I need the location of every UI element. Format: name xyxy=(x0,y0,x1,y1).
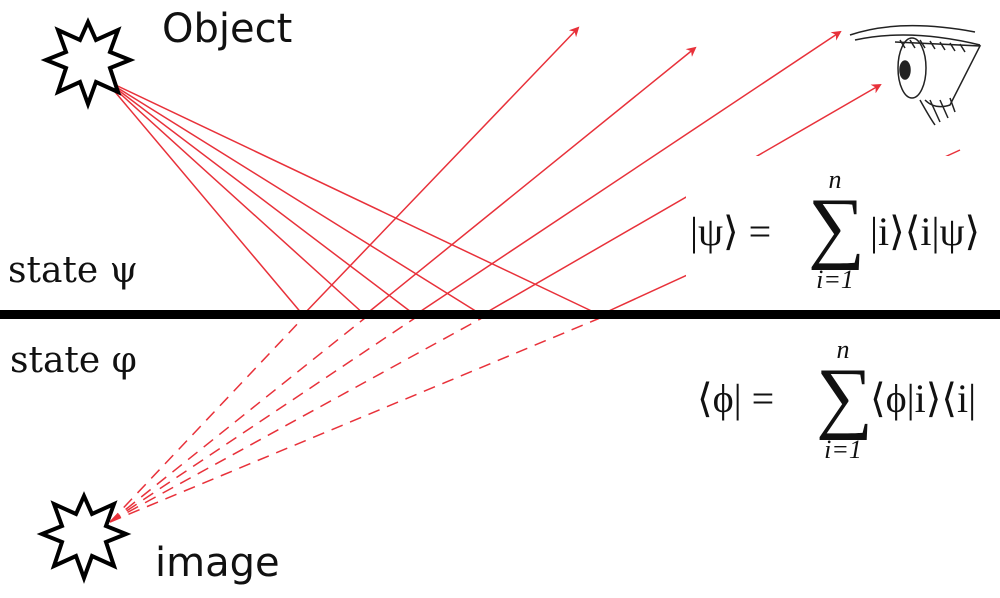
eye-icon xyxy=(849,24,982,126)
ket-sum-upper: n xyxy=(828,165,842,194)
virtual-ray xyxy=(109,317,416,523)
bra-sum-lower: i=1 xyxy=(824,435,862,464)
reflected-ray-arrow xyxy=(414,30,842,316)
virtual-ray xyxy=(109,317,304,523)
virtual-ray xyxy=(109,317,483,523)
image-label: image xyxy=(155,540,280,586)
object-label: Object xyxy=(162,6,293,52)
bra-sum: n ∑ i=1 xyxy=(808,335,878,465)
incident-ray xyxy=(104,79,304,316)
state-psi-label: state ψ xyxy=(8,250,138,291)
reflected-ray-arrow xyxy=(481,83,882,316)
virtual-rays xyxy=(109,317,601,523)
ket-sum-lower: i=1 xyxy=(816,265,854,294)
object-star-icon xyxy=(40,17,136,110)
sum-symbol: ∑ xyxy=(808,183,866,271)
incident-ray xyxy=(104,79,366,316)
bra-sum-upper: n xyxy=(836,335,850,364)
incident-ray xyxy=(104,79,416,316)
bra-formula-rhs: ⟨ϕ|i⟩⟨i| xyxy=(870,376,977,421)
state-phi-label: state φ xyxy=(10,340,137,381)
image-star-icon xyxy=(36,491,132,584)
incident-ray xyxy=(104,79,601,316)
ket-formula-lhs: |ψ⟩ = xyxy=(690,209,772,254)
incident-ray xyxy=(104,79,483,316)
bra-formula-lhs: ⟨ϕ| = xyxy=(697,376,775,421)
incident-rays xyxy=(104,79,601,316)
ket-sum: n ∑ i=1 xyxy=(800,165,870,295)
virtual-ray xyxy=(109,317,601,523)
reflected-ray-arrow xyxy=(302,26,580,316)
sum-symbol: ∑ xyxy=(816,353,874,441)
formula-background xyxy=(686,156,1000,309)
mirror-line xyxy=(0,310,1000,319)
virtual-ray xyxy=(109,317,366,523)
reflected-ray-arrow xyxy=(364,46,697,316)
ket-formula-rhs: |i⟩⟨i|ψ⟩ xyxy=(870,209,981,254)
